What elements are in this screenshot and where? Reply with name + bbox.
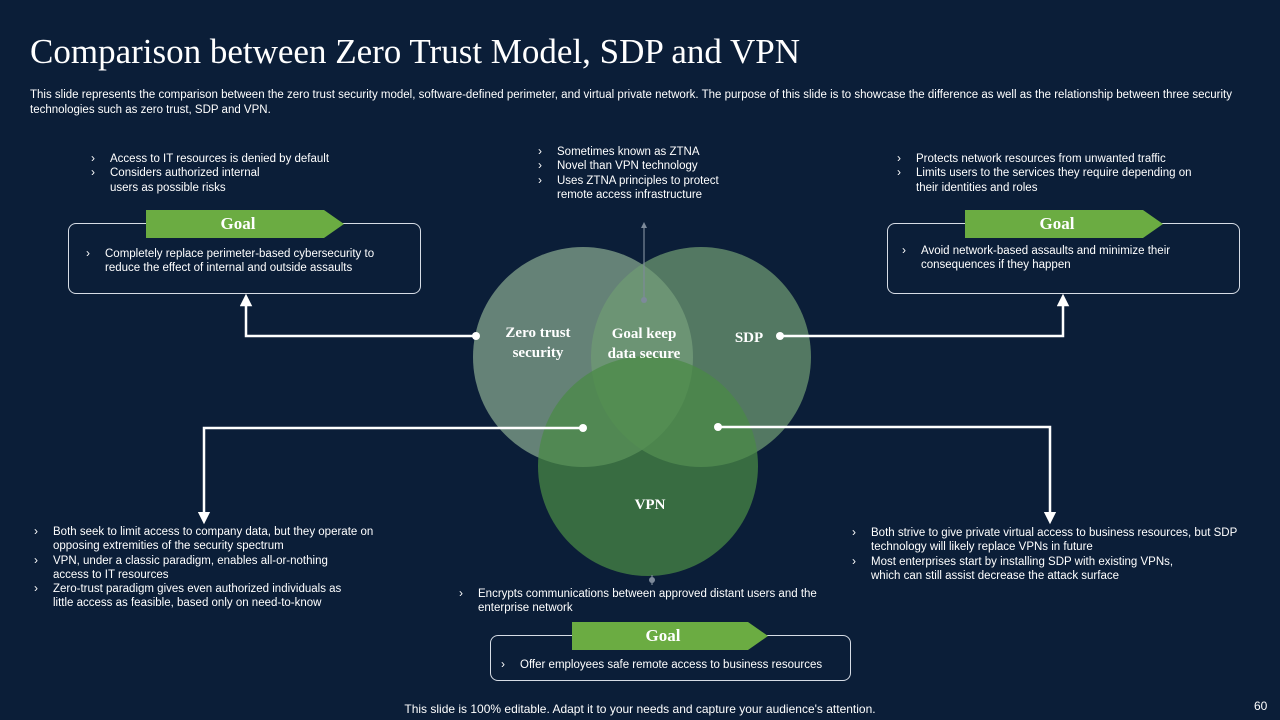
label-center-goal: Goal keep data secure — [607, 326, 681, 362]
slide-title: Comparison between Zero Trust Model, SDP… — [30, 32, 800, 71]
zero-trust-connector — [239, 293, 476, 338]
label-zero-trust: Zero trust security — [505, 325, 571, 361]
label-vpn: VPN — [634, 497, 666, 513]
list-item: Protects network resources from unwanted… — [897, 151, 1207, 166]
list-item: Both seek to limit access to company dat… — [34, 524, 384, 554]
slide-subtitle: This slide represents the comparison bet… — [30, 89, 1232, 116]
sdp-vpn-points: Both strive to give private virtual acce… — [852, 525, 1244, 584]
list-item: VPN, under a classic paradigm, enables a… — [34, 553, 384, 583]
list-item: Both strive to give private virtual acce… — [852, 525, 1244, 555]
circle-vpn — [538, 356, 758, 576]
zt-vpn-connector — [197, 426, 583, 525]
list-item: Limits users to the services they requir… — [897, 165, 1207, 195]
list-item: Zero-trust paradigm gives even authorize… — [34, 581, 384, 611]
list-item: Avoid network-based assaults and minimiz… — [902, 243, 1202, 273]
list-item: Access to IT resources is denied by defa… — [91, 151, 361, 166]
zt-vpn-points: Both seek to limit access to company dat… — [34, 524, 384, 611]
list-item: Sometimes known as ZTNA — [538, 144, 738, 159]
label-sdp: SDP — [734, 330, 764, 346]
zero-trust-goal-text: Completely replace perimeter-based cyber… — [86, 246, 406, 276]
vpn-goal-tag: Goal — [572, 622, 768, 650]
list-item: Most enterprises start by installing SDP… — [852, 554, 1244, 584]
footer-note: This slide is 100% editable. Adapt it to… — [404, 702, 876, 716]
sdp-vpn-connector — [718, 425, 1057, 525]
list-item: Uses ZTNA principles to protect remote a… — [538, 173, 738, 203]
list-item: Offer employees safe remote access to bu… — [501, 657, 846, 672]
list-item: Completely replace perimeter-based cyber… — [86, 246, 406, 276]
zero-trust-goal-tag: Goal — [146, 210, 344, 238]
page-number: 60 — [1254, 699, 1268, 713]
sdp-goal-text: Avoid network-based assaults and minimiz… — [902, 243, 1202, 273]
list-item: Encrypts communications between approved… — [459, 586, 829, 616]
ztna-points: Sometimes known as ZTNA Novel than VPN t… — [538, 144, 738, 203]
sdp-connector — [780, 293, 1070, 338]
sdp-goal-tag: Goal — [965, 210, 1163, 238]
zero-trust-points: Access to IT resources is denied by defa… — [91, 151, 361, 195]
vpn-points: Encrypts communications between approved… — [459, 586, 829, 616]
list-item: Considers authorized internal users as p… — [91, 165, 361, 195]
list-item: Novel than VPN technology — [538, 158, 738, 173]
vpn-goal-text: Offer employees safe remote access to bu… — [501, 657, 846, 672]
sdp-points: Protects network resources from unwanted… — [897, 151, 1207, 195]
